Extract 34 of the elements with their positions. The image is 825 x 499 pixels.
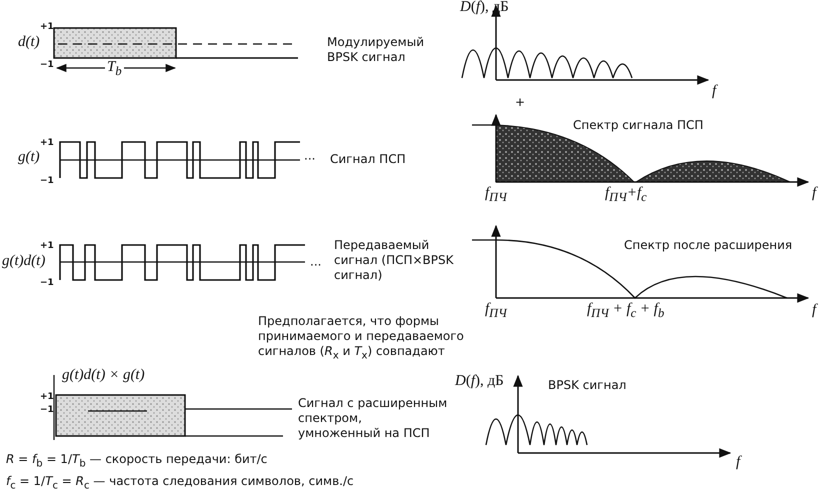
caption-text: Спектр после расширения xyxy=(624,238,792,253)
axis-label: f xyxy=(812,303,816,318)
caption-text: BPSK сигнал xyxy=(548,378,626,393)
axis-label: f$_{ПЧ}$ + f$_{c}$ + f$_{b}$ xyxy=(587,302,664,321)
caption-text: Спектр сигнала ПСП xyxy=(573,118,704,133)
axis-label: f$_{ПЧ}$ xyxy=(485,302,507,321)
tick-label: −1 xyxy=(40,277,54,290)
tick-label: +1 xyxy=(40,137,54,150)
axis-label: f xyxy=(712,84,716,99)
ellipsis: ··· xyxy=(304,152,316,167)
tick-label: +1 xyxy=(40,391,54,404)
axis-label: f$_{ПЧ}$+f$_{c}$ xyxy=(605,186,647,205)
axis-label: g(t)d(t) xyxy=(2,254,46,269)
formula-text: f$_{c}$ = 1/T$_{c}$ = R$_{c}$ — частота следования символов, симв./с xyxy=(6,474,354,494)
axis-label: f$_{ПЧ}$ xyxy=(485,186,507,205)
caption-text: Модулируемый BPSK сигнал xyxy=(327,35,425,65)
axis-label: g(t)d(t) × g(t) xyxy=(62,368,145,383)
tick-label: −1 xyxy=(40,404,54,417)
axis-label: f xyxy=(736,455,740,470)
caption-text: Сигнал ПСП xyxy=(330,152,406,167)
caption-text: Сигнал с расширенным спектром, умноженный на ПСП xyxy=(298,396,448,441)
note-text: Предполагается, что формы принимаемого и передаваемого сигналов (R$_{x}$ и T$_{x}$) совпадают xyxy=(258,314,465,364)
tick-label: +1 xyxy=(40,21,54,34)
tick-label: −1 xyxy=(40,175,54,188)
axis-label: d(t) xyxy=(18,35,40,50)
axis-label: g(t) xyxy=(18,150,40,165)
axis-label: D(f), дБ xyxy=(455,374,504,389)
tick-label: −1 xyxy=(40,59,54,72)
formula-text: R = f$_{b}$ = 1/T$_{b}$ — скорость передачи: бит/с xyxy=(6,452,268,472)
plus-sign: + xyxy=(515,95,526,110)
caption-text: Передаваемый сигнал (ПСП×BPSK сигнал) xyxy=(334,238,455,283)
axis-label: f xyxy=(812,186,816,201)
ellipsis: ··· xyxy=(310,258,322,273)
tick-label: +1 xyxy=(40,240,54,253)
